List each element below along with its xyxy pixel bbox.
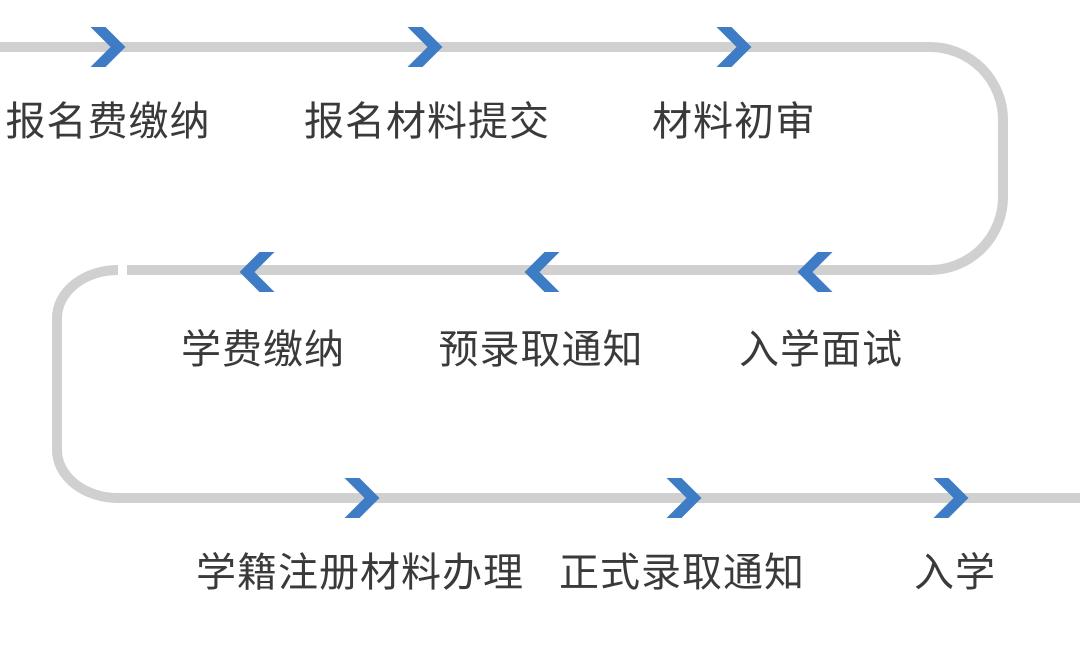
chevron-left-icon <box>524 252 560 292</box>
chevron-left-icon <box>239 252 275 292</box>
step-label-preliminary-material-review: 材料初审 <box>652 100 816 144</box>
step-label-pre-admission-notice: 预录取通知 <box>438 328 644 372</box>
chevron-left-icon <box>797 252 833 292</box>
step-label-student-registration-materials: 学籍注册材料办理 <box>196 551 524 595</box>
step-label-admission-interview: 入学面试 <box>739 328 903 372</box>
chevron-right-icon <box>716 27 752 67</box>
step-label-tuition-payment: 学费缴纳 <box>181 328 345 372</box>
step-label-formal-admission-notice: 正式录取通知 <box>559 551 805 595</box>
step-label-enrollment: 入学 <box>914 551 996 595</box>
chevron-right-icon <box>90 27 126 67</box>
step-label-application-materials-submission: 报名材料提交 <box>304 100 550 144</box>
chevron-right-icon <box>344 478 380 518</box>
chevron-right-icon <box>933 478 969 518</box>
step-label-registration-fee-payment: 报名费缴纳 <box>5 100 211 144</box>
flow-line-left-curve-and-bottom <box>52 265 1080 503</box>
chevron-right-icon <box>407 27 443 67</box>
flow-line-top-and-right-curve <box>0 42 1008 275</box>
chevron-right-icon <box>666 478 702 518</box>
